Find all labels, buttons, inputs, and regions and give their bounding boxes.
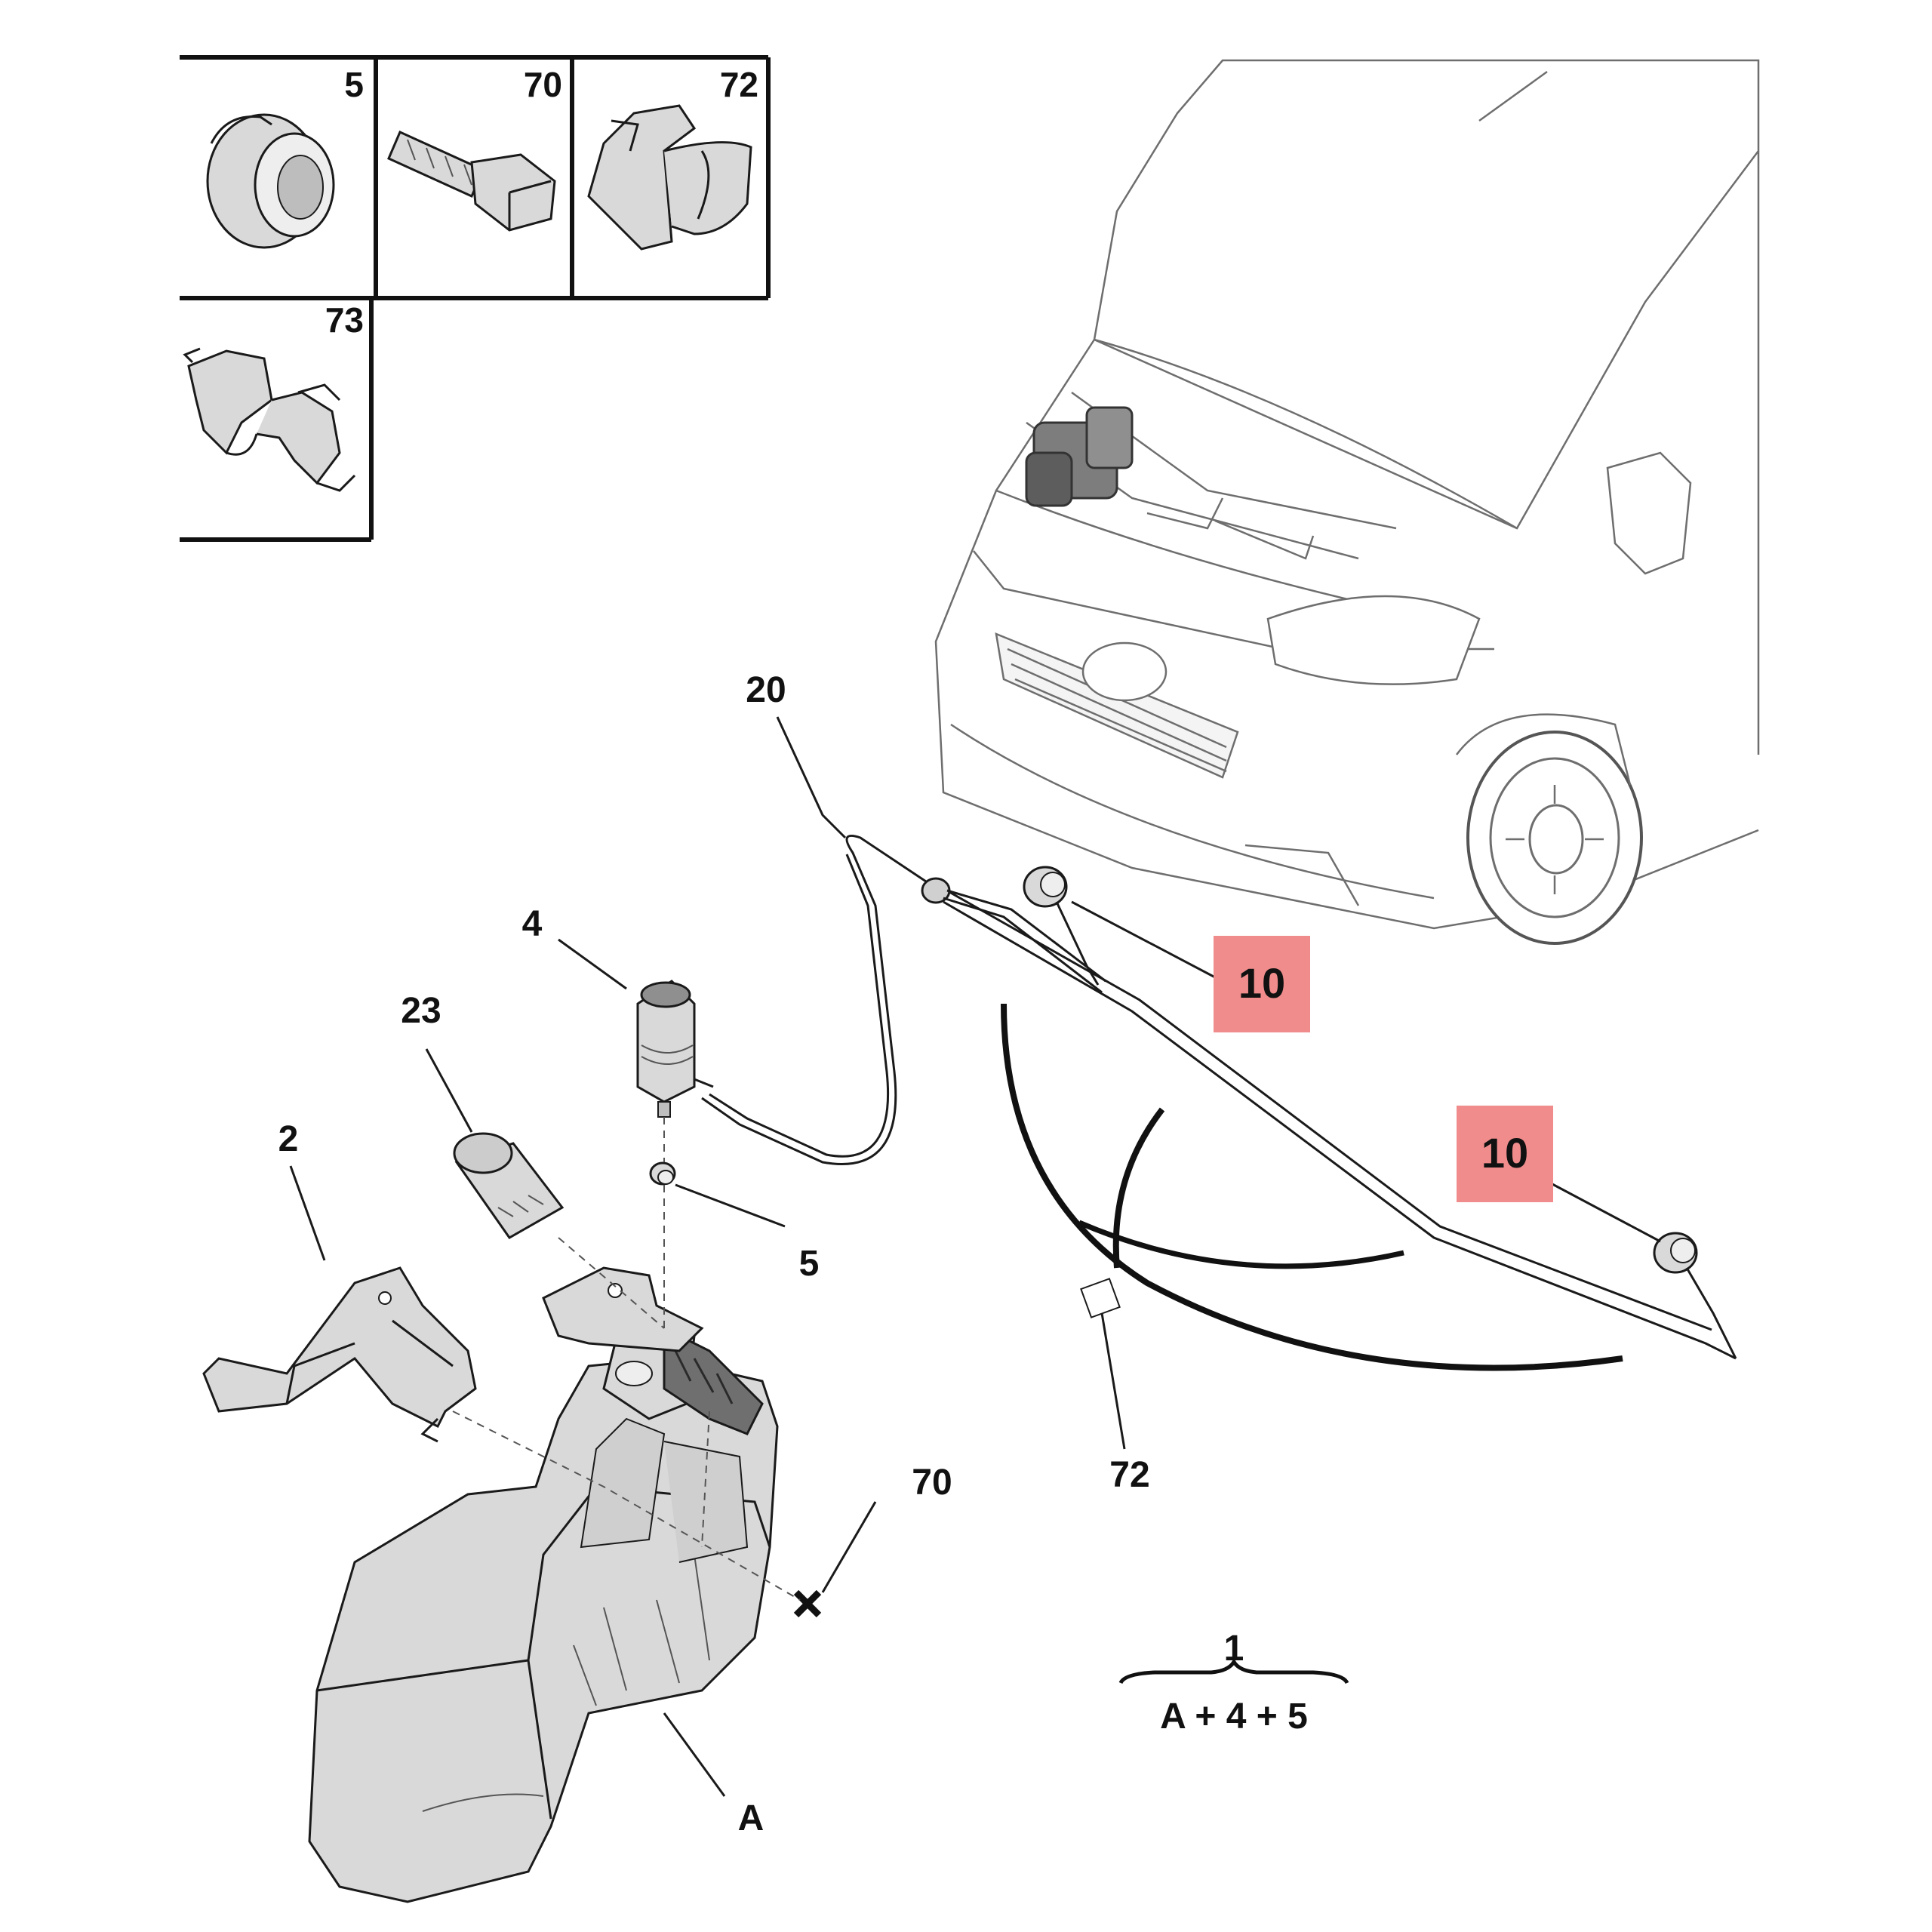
- legend-grid: [180, 55, 771, 542]
- callout-72-clip: 72: [1109, 1455, 1149, 1495]
- filler-bracket: [542, 1266, 704, 1352]
- callout-10-upper: 10: [1214, 936, 1310, 1032]
- assembly-lines: [452, 1117, 801, 1601]
- bolt-part-70-mark: [793, 1589, 822, 1618]
- callout-70-bolt: 70: [912, 1463, 952, 1503]
- kit-formula: A + 4 + 5: [1160, 1697, 1308, 1737]
- callout-73: 73: [325, 300, 364, 340]
- washer-hose-assembly: [701, 835, 1737, 1360]
- callout-10-lower: 10: [1457, 1106, 1553, 1202]
- grommet-part-5: [649, 1161, 676, 1186]
- callout-4: 4: [522, 904, 543, 944]
- callout-72: 72: [720, 65, 758, 104]
- callout-5-grommet: 5: [799, 1244, 820, 1284]
- bracket-part-2: [202, 1266, 477, 1443]
- svg-text:10: 10: [1238, 959, 1285, 1007]
- legend-cell-double-clip: [183, 347, 356, 492]
- callout-20: 20: [746, 670, 786, 710]
- leader-lines: [289, 716, 1661, 1797]
- callout-A: A: [738, 1798, 764, 1838]
- legend-cell-grommet: [206, 113, 335, 249]
- svg-text:10: 10: [1481, 1129, 1528, 1177]
- wiring-harness: [1001, 1003, 1623, 1371]
- nozzle-upper: [1023, 866, 1100, 986]
- nozzle-lower: [1653, 1232, 1737, 1359]
- washer-pump-part-4: [636, 980, 714, 1118]
- legend-cell-bolt: [387, 131, 556, 232]
- kit-composition: 1 A + 4 + 5: [1118, 1629, 1349, 1737]
- callout-70: 70: [524, 65, 562, 104]
- washer-reservoir: [308, 1312, 779, 1903]
- callout-23: 23: [401, 991, 441, 1031]
- callout-5: 5: [344, 65, 364, 104]
- legend-cell-clip: [587, 104, 752, 251]
- callout-2: 2: [278, 1119, 299, 1159]
- filter-part-23: [453, 1132, 565, 1239]
- van-front-illustration: [934, 59, 1760, 945]
